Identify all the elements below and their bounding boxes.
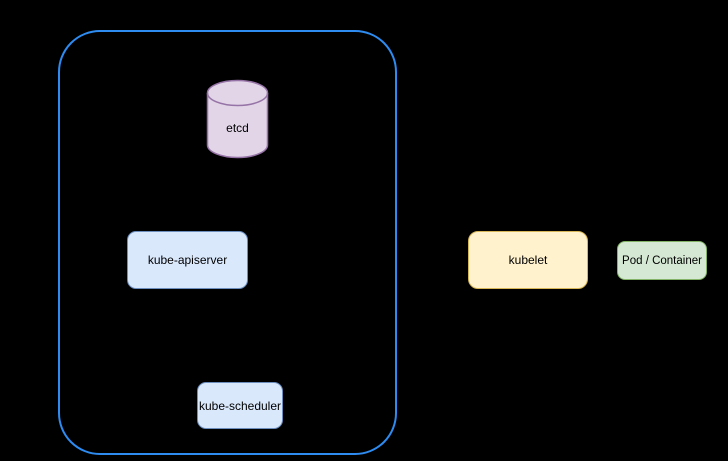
kube-apiserver-label: kube-apiserver: [147, 253, 228, 267]
etcd-node[interactable]: etcd: [206, 79, 269, 159]
kube-scheduler-node[interactable]: kube-scheduler: [197, 382, 283, 429]
pod-container-label: Pod / Container: [622, 254, 702, 267]
kube-apiserver-node[interactable]: kube-apiserver: [127, 231, 248, 289]
kube-scheduler-label: kube-scheduler: [198, 398, 282, 413]
cylinder-body: [206, 79, 269, 159]
pod-container-node[interactable]: Pod / Container: [617, 241, 707, 280]
control-plane-boundary[interactable]: [58, 30, 397, 455]
database-cylinder-icon: etcd: [206, 79, 269, 159]
kubelet-node[interactable]: kubelet: [468, 231, 588, 289]
etcd-label: etcd: [226, 121, 249, 135]
cylinder-rim: [206, 92, 269, 107]
kubelet-label: kubelet: [508, 253, 548, 267]
